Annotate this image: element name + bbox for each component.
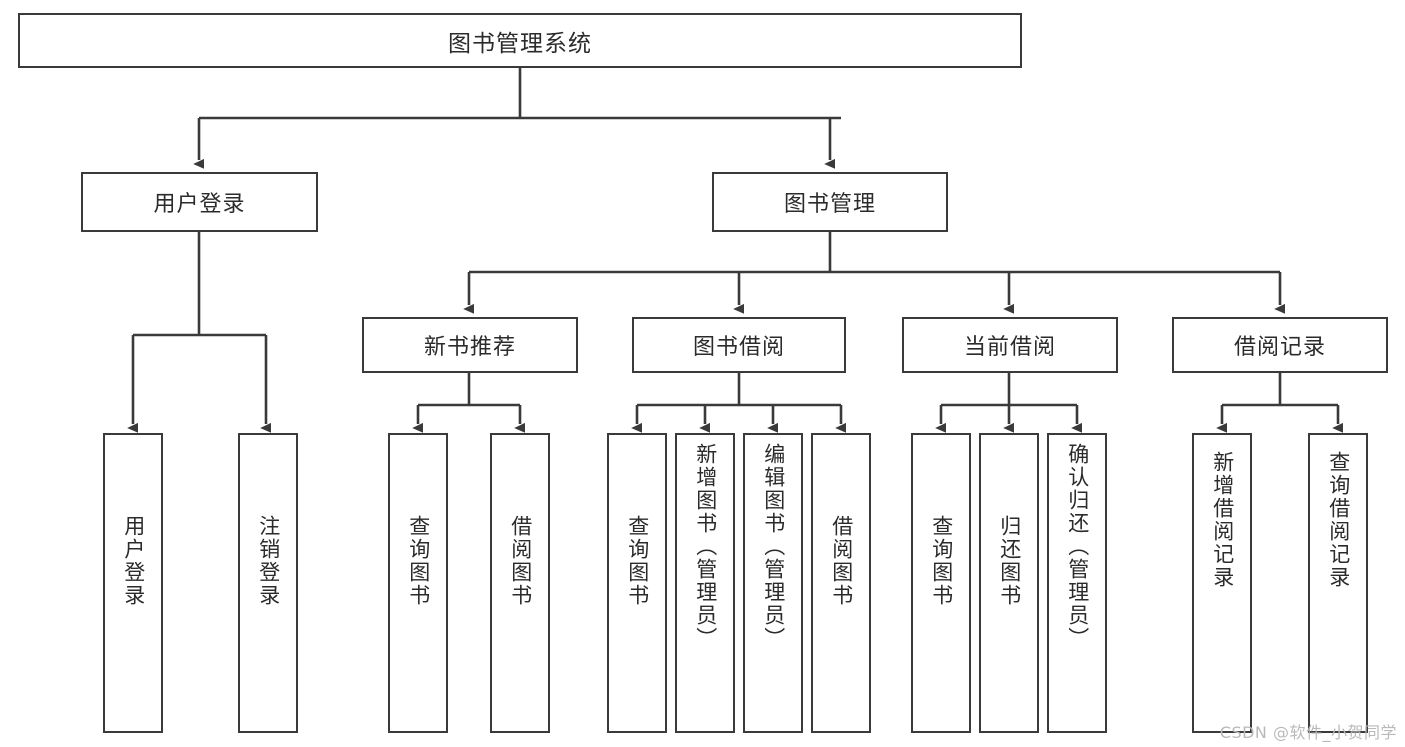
node-book-management[interactable]: 图书管理 <box>712 172 948 232</box>
leaf-query-borrow-record[interactable]: 查询借阅记录 <box>1308 433 1368 733</box>
leaf-query-book-current[interactable]: 查询图书 <box>911 433 971 733</box>
node-label: 借阅记录 <box>1233 335 1326 360</box>
node-book-borrow[interactable]: 图书借阅 <box>632 317 846 373</box>
leaf-borrow-book-recommend[interactable]: 借阅图书 <box>490 433 550 733</box>
node-label: 图书管理系统 <box>448 30 592 57</box>
node-user-login[interactable]: 用户登录 <box>81 172 318 232</box>
leaf-label: 借阅图书 <box>508 515 533 607</box>
leaf-borrow-book-borrow[interactable]: 借阅图书 <box>811 433 871 733</box>
node-root-book-management-system[interactable]: 图书管理系统 <box>18 13 1022 68</box>
node-new-book-recommend[interactable]: 新书推荐 <box>362 317 578 373</box>
leaf-label: 确认归还（管理员） <box>1065 443 1090 650</box>
leaf-label: 归还图书 <box>997 515 1022 607</box>
leaf-label: 编辑图书（管理员） <box>761 443 786 650</box>
csdn-watermark: CSDN @软件_小贺同学 <box>1219 723 1397 742</box>
leaf-query-book-borrow[interactable]: 查询图书 <box>607 433 667 733</box>
leaf-add-book-admin[interactable]: 新增图书（管理员） <box>675 433 735 733</box>
leaf-return-book[interactable]: 归还图书 <box>979 433 1039 733</box>
leaf-label: 用户登录 <box>121 515 146 607</box>
leaf-label: 新增借阅记录 <box>1210 451 1235 589</box>
node-current-borrow[interactable]: 当前借阅 <box>902 317 1118 373</box>
node-label: 图书借阅 <box>692 335 785 360</box>
node-label: 图书管理 <box>783 192 876 217</box>
leaf-label: 借阅图书 <box>829 515 854 607</box>
leaf-query-book-recommend[interactable]: 查询图书 <box>388 433 448 733</box>
leaf-logout-login[interactable]: 注销登录 <box>238 433 298 733</box>
leaf-user-login[interactable]: 用户登录 <box>103 433 163 733</box>
leaf-label: 注销登录 <box>256 515 281 607</box>
node-borrow-record[interactable]: 借阅记录 <box>1172 317 1388 373</box>
leaf-add-borrow-record[interactable]: 新增借阅记录 <box>1192 433 1252 733</box>
leaf-label: 查询图书 <box>929 515 954 607</box>
node-label: 当前借阅 <box>963 335 1056 360</box>
leaf-label: 查询图书 <box>625 515 650 607</box>
leaf-label: 新增图书（管理员） <box>693 443 718 650</box>
leaf-edit-book-admin[interactable]: 编辑图书（管理员） <box>743 433 803 733</box>
leaf-label: 查询借阅记录 <box>1326 451 1351 589</box>
node-label: 新书推荐 <box>423 335 516 360</box>
leaf-label: 查询图书 <box>406 515 431 607</box>
leaf-confirm-return-admin[interactable]: 确认归还（管理员） <box>1047 433 1107 733</box>
node-label: 用户登录 <box>153 192 246 217</box>
